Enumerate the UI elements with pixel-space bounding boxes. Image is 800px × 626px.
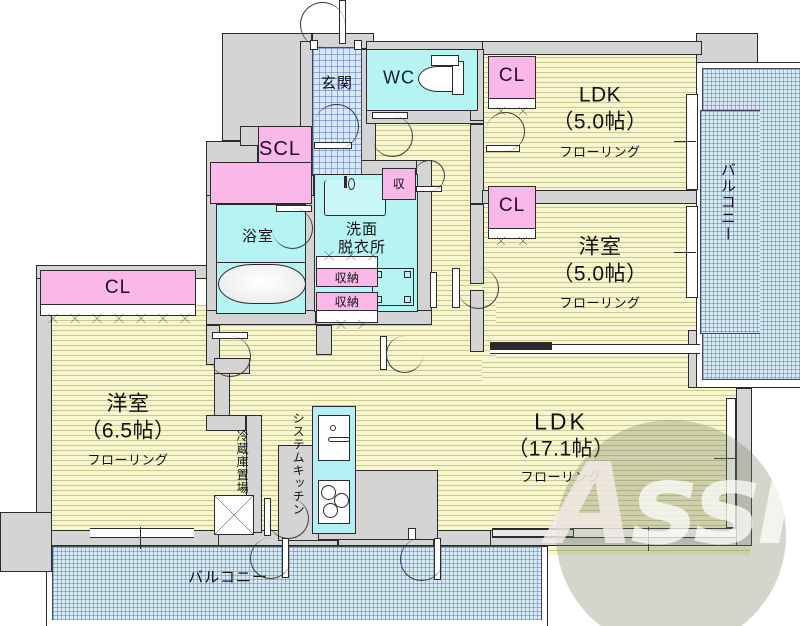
bedroom-a-window — [686, 94, 698, 190]
bedroom-c-size: （6.5帖） — [80, 419, 176, 443]
storage-small-label: 収 — [392, 176, 406, 191]
washroom-label-1: 洗面 — [345, 221, 379, 239]
ldk-balcony-jamb — [408, 528, 416, 540]
toilet-tank-icon — [452, 61, 464, 95]
bath-divider — [216, 262, 306, 263]
closet-mid-area — [488, 186, 536, 230]
closet-mid-zigzag — [490, 237, 534, 245]
ldk-window-right — [726, 398, 736, 528]
storage-small-area — [382, 168, 416, 200]
ldk-window-bottom — [492, 528, 736, 538]
bedroom-c-name: 洋室 — [106, 392, 150, 416]
bathtub-icon — [218, 264, 306, 304]
storage-1-zigzag — [318, 251, 376, 260]
genkan-inner-door-arc — [314, 104, 359, 149]
bedroom-b-door-arc — [458, 268, 499, 309]
ldk-flooring: フローリング — [520, 469, 602, 485]
hall-door-leaf[interactable] — [430, 272, 437, 308]
closet-top-label: CL — [498, 64, 526, 86]
kitchen-balcony-door-arc — [250, 538, 291, 579]
kitchen-faucet-spout — [328, 437, 350, 442]
closet-mid-label: CL — [498, 194, 526, 216]
ldk-name: LDK — [534, 408, 588, 435]
bedroom-b-size: （5.0帖） — [552, 262, 648, 286]
wall-ldk-left — [316, 325, 332, 355]
burner-icon — [321, 485, 336, 500]
wall-balcony-left-nub — [0, 512, 52, 572]
genkan-label: 玄関 — [320, 75, 354, 93]
bedroom-b-sill — [490, 344, 700, 354]
closet-top-area — [488, 56, 536, 100]
storage-2-zigzag — [330, 320, 364, 329]
bedroom-a-name: LDK — [578, 83, 622, 107]
genkan-door-arc — [300, 2, 345, 47]
toilet-lid-icon — [431, 55, 459, 66]
bedroom-a-window-mark — [674, 141, 696, 142]
vanity-icon — [324, 180, 386, 216]
closet-top-zigzag — [490, 107, 534, 115]
closet-left-zigzag — [42, 314, 194, 323]
ldk-balcony-door-arc — [400, 538, 443, 581]
wc-door-arc — [372, 116, 413, 157]
burner-icon — [334, 493, 349, 508]
bedroom-b-window-mark — [674, 252, 696, 253]
fridge-space-label: 冷蔵庫置場 — [235, 429, 250, 495]
kitchen-door-arc — [268, 498, 309, 539]
wall-right-ldk-outer — [736, 388, 752, 546]
wc-label: WC — [383, 67, 415, 88]
vanity-faucet — [344, 176, 347, 188]
bedroom-b-flooring: フローリング — [559, 295, 641, 311]
storage-1-label: 収納 — [334, 270, 360, 285]
kitchen-cooktop-icon — [318, 480, 350, 524]
fridge-space-icon — [214, 495, 254, 535]
ldk-window-bottom-pane — [492, 529, 574, 537]
storage-small-door-arc — [414, 160, 445, 191]
scl-area-lower — [210, 162, 312, 204]
wall-top-bedrooms — [482, 41, 702, 55]
bedroom-a-size: （5.0帖） — [552, 110, 648, 134]
bedroom-a-flooring: フローリング — [559, 144, 641, 160]
bedroom-c-flooring: フローリング — [87, 452, 169, 468]
bedroom-c-door-arc — [210, 336, 251, 377]
bedroom-b-name: 洋室 — [578, 235, 622, 259]
burner-icon — [323, 503, 338, 518]
storage-2-label: 収納 — [334, 294, 360, 309]
genkan-jamb-right — [354, 40, 362, 50]
balcony-right-inner — [700, 110, 760, 334]
wall-hall-bedroomdiv — [470, 124, 484, 204]
closet-left-label: CL — [104, 276, 132, 298]
kitchen-faucet-knob — [330, 425, 336, 431]
closet-left-area — [40, 270, 196, 306]
wall-kitchen-notch2 — [206, 415, 246, 431]
ldk-hall-door-arc — [386, 336, 423, 373]
balcony-bottom — [52, 546, 542, 620]
wall-top-left-mass — [222, 33, 312, 141]
bath-label: 浴室 — [241, 228, 275, 246]
ldk-window-bottom-mark — [648, 527, 649, 551]
bath-door-arc — [272, 208, 313, 249]
ldk-window-right-mark — [714, 458, 736, 459]
balcony-bottom-label: バルコニー — [188, 569, 268, 587]
bedroom-b-sill-dark — [490, 342, 552, 350]
scl-label: SCL — [259, 138, 301, 161]
ldk-size: （17.1帖） — [507, 437, 615, 461]
bedroom-c-window-mark — [140, 527, 141, 549]
bedroom-a-door-arc — [486, 112, 525, 151]
balcony-right-label: バルコニー — [718, 162, 736, 242]
vanity-basin — [348, 178, 355, 190]
kitchen-label: システムキッチン — [291, 412, 306, 516]
washing-machine-icon — [372, 268, 414, 306]
genkan-jamb-left — [310, 40, 318, 50]
bedroom-c-window — [90, 528, 194, 538]
